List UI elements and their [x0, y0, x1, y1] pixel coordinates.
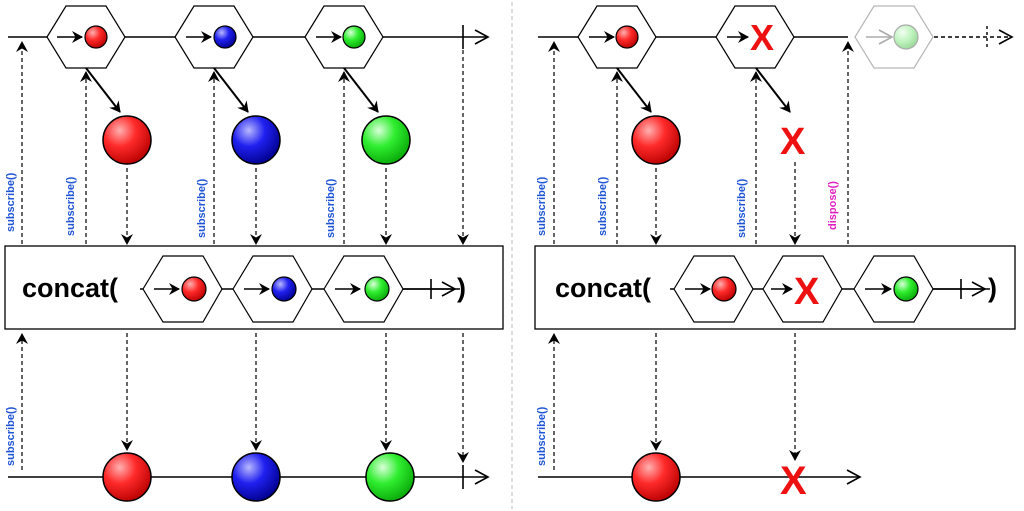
emit-arrow [343, 67, 379, 113]
green-marble [364, 276, 390, 302]
error-x-icon: X [780, 121, 806, 163]
emit-arrow [213, 67, 249, 113]
subscribe-label: subscribe() [65, 176, 77, 236]
red-marble [102, 452, 152, 502]
red-marble [631, 115, 681, 165]
red-marble [615, 25, 639, 49]
concat-label: concat( [22, 273, 118, 303]
right-inner-observable-1 [577, 5, 657, 69]
subscribe-label: subscribe() [325, 178, 337, 238]
green-marble [361, 115, 411, 165]
subscribe-label: subscribe() [196, 178, 208, 238]
concat-operator-box: concat( ) [4, 245, 504, 330]
red-marble [102, 115, 152, 165]
error-x-icon: X [780, 459, 807, 503]
right-panel: X X subscribe() subscribe() subscribe() … [534, 5, 1016, 503]
emit-arrow [755, 67, 791, 113]
blue-marble [231, 115, 281, 165]
subscribe-label: subscribe() [536, 176, 548, 236]
subscribe-label: subscribe() [736, 178, 748, 238]
left-inner-observable-3 [304, 5, 384, 69]
red-marble [631, 452, 681, 502]
red-marble [181, 276, 207, 302]
green-marble [893, 24, 919, 50]
emit-arrow [85, 67, 121, 113]
subscribe-label: subscribe() [5, 172, 17, 232]
red-marble [711, 276, 737, 302]
concat-operator-box: concat( X ) [534, 245, 1016, 330]
concat-close-paren: ) [457, 273, 466, 303]
green-marble [365, 452, 415, 502]
error-x-icon: X [794, 271, 820, 313]
left-inner-observable-2 [174, 5, 254, 69]
subscribe-label: subscribe() [597, 176, 609, 236]
left-inner-observable-1 [46, 5, 126, 69]
subscribe-label: subscribe() [536, 406, 548, 466]
red-marble [84, 25, 108, 49]
green-marble [342, 25, 366, 49]
error-x-icon: X [750, 17, 774, 58]
concat-label: concat( [555, 273, 651, 303]
concat-close-paren: ) [988, 273, 997, 303]
dispose-label: dispose() [827, 181, 839, 230]
green-marble [893, 276, 919, 302]
emit-arrow [616, 67, 652, 113]
right-inner-observable-2: X [715, 5, 795, 69]
subscribe-label: subscribe() [5, 406, 17, 466]
left-panel: subscribe() subscribe() subscribe() subs… [4, 5, 504, 502]
right-inner-observable-3-faded [854, 5, 934, 69]
blue-marble [271, 276, 297, 302]
blue-marble [231, 452, 281, 502]
blue-marble [213, 25, 237, 49]
